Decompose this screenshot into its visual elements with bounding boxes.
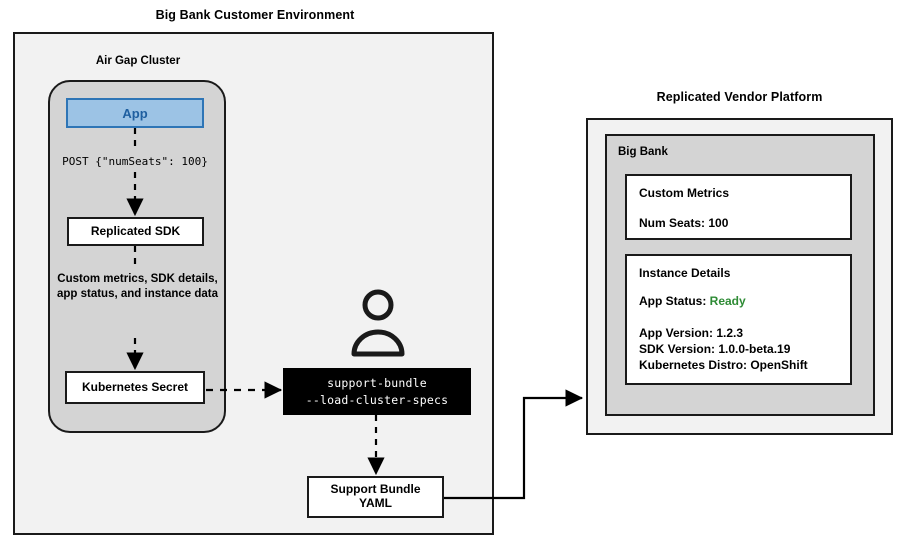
- left-group-title: Big Bank Customer Environment: [155, 8, 355, 22]
- instance-sdk-version: SDK Version: 1.0.0-beta.19: [639, 342, 791, 356]
- edge-yaml-to-vendor-platform: [444, 389, 584, 500]
- card-instance-details-heading: Instance Details: [639, 266, 731, 280]
- node-replicated-sdk[interactable]: Replicated SDK: [67, 217, 204, 246]
- tenant-title: Big Bank: [618, 146, 668, 158]
- support-bundle-yaml-line-2: YAML: [359, 496, 392, 510]
- node-kubernetes-secret-label: Kubernetes Secret: [81, 379, 189, 394]
- instance-app-version: App Version: 1.2.3: [639, 326, 744, 340]
- card-instance-details: Instance Details App Status: Ready App V…: [625, 254, 852, 385]
- support-bundle-yaml-line-1: Support Bundle: [330, 482, 421, 497]
- instance-app-status-label: App Status:: [639, 294, 710, 308]
- right-group-title: Replicated Vendor Platform: [656, 90, 823, 104]
- instance-kubernetes-distro: Kubernetes Distro: OpenShift: [639, 358, 808, 372]
- card-custom-metrics-heading: Custom Metrics: [639, 186, 730, 200]
- node-support-bundle-yaml[interactable]: Support Bundle YAML: [307, 476, 444, 518]
- node-app[interactable]: App: [66, 98, 204, 128]
- node-app-label: App: [122, 105, 148, 121]
- edge-label-post: POST {"numSeats": 100}: [62, 155, 208, 168]
- person-icon: [348, 288, 408, 360]
- card-custom-metrics: Custom Metrics Num Seats: 100: [625, 174, 852, 240]
- node-replicated-sdk-label: Replicated SDK: [90, 223, 181, 238]
- terminal-line-1: support-bundle: [327, 375, 427, 390]
- node-kubernetes-secret[interactable]: Kubernetes Secret: [65, 371, 205, 404]
- card-custom-metrics-num-seats: Num Seats: 100: [639, 216, 729, 230]
- status-badge-ready: Ready: [709, 294, 746, 308]
- terminal-line-2: --load-cluster-specs: [305, 392, 449, 407]
- air-gap-cluster-title: Air Gap Cluster: [95, 55, 181, 67]
- node-terminal-command[interactable]: support-bundle --load-cluster-specs: [283, 368, 471, 415]
- instance-app-status: App Status: Ready: [639, 294, 838, 308]
- edge-label-custom-metrics: Custom metrics, SDK details, app status,…: [56, 273, 219, 300]
